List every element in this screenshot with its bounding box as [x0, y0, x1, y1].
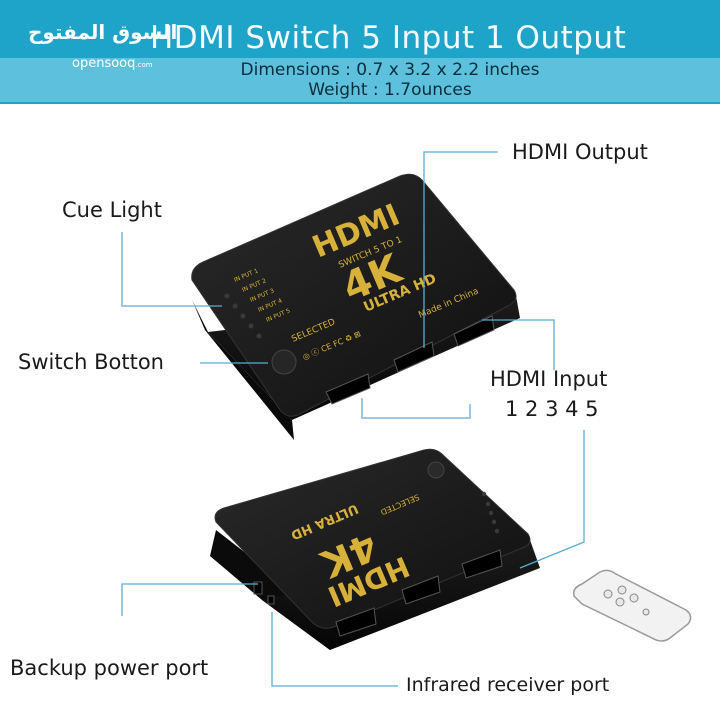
callout-hdmi-input: HDMI Input: [490, 367, 608, 391]
callout-switch-button: Switch Botton: [18, 350, 164, 374]
callout-backup-power: Backup power port: [10, 656, 209, 680]
hdmi-input-port-a: [325, 373, 371, 405]
callout-hdmi-input-numbers: 1 2 3 4 5: [505, 397, 599, 421]
callout-ir-receiver: Infrared receiver port: [406, 674, 610, 696]
hdmi-input-port-b: [453, 315, 495, 347]
hdmi-output-port: [393, 341, 435, 373]
hdmi-port-back-1: [335, 607, 377, 637]
hdmi-switch-top-view: HDMI SWITCH 5 TO 1 4K ULTRA HD Made in C…: [191, 173, 520, 440]
opensooq-logo-arabic: السوق المفتوح: [28, 20, 178, 44]
power-port: [253, 581, 263, 595]
dimensions-text: Dimensions : 0.7 x 3.2 x 2.2 inches: [240, 60, 540, 80]
hdmi-port-back-2: [401, 575, 441, 605]
hdmi-port-back-3: [461, 549, 503, 579]
opensooq-logo: opensooq.com: [72, 56, 153, 71]
product-title: HDMI Switch 5 Input 1 Output: [150, 20, 627, 56]
callout-cue-light: Cue Light: [62, 198, 162, 222]
switch-button: [271, 349, 297, 375]
weight-text: Weight : 1.7ounces: [308, 80, 472, 100]
cue-lights-back: [481, 491, 500, 534]
ir-port: [267, 595, 275, 605]
remote-control: [572, 569, 692, 642]
callout-lines: [121, 151, 585, 687]
opensooq-logo-suffix: .com: [135, 61, 153, 69]
banner-strip: [0, 58, 720, 102]
callout-hdmi-output: HDMI Output: [512, 140, 648, 164]
hdmi-switch-back-view: HDMI 4K ULTRA HD SELECTED: [210, 448, 540, 650]
title-banner: [0, 0, 720, 104]
opensooq-logo-text: opensooq: [72, 56, 136, 71]
ir-window: [427, 461, 445, 479]
